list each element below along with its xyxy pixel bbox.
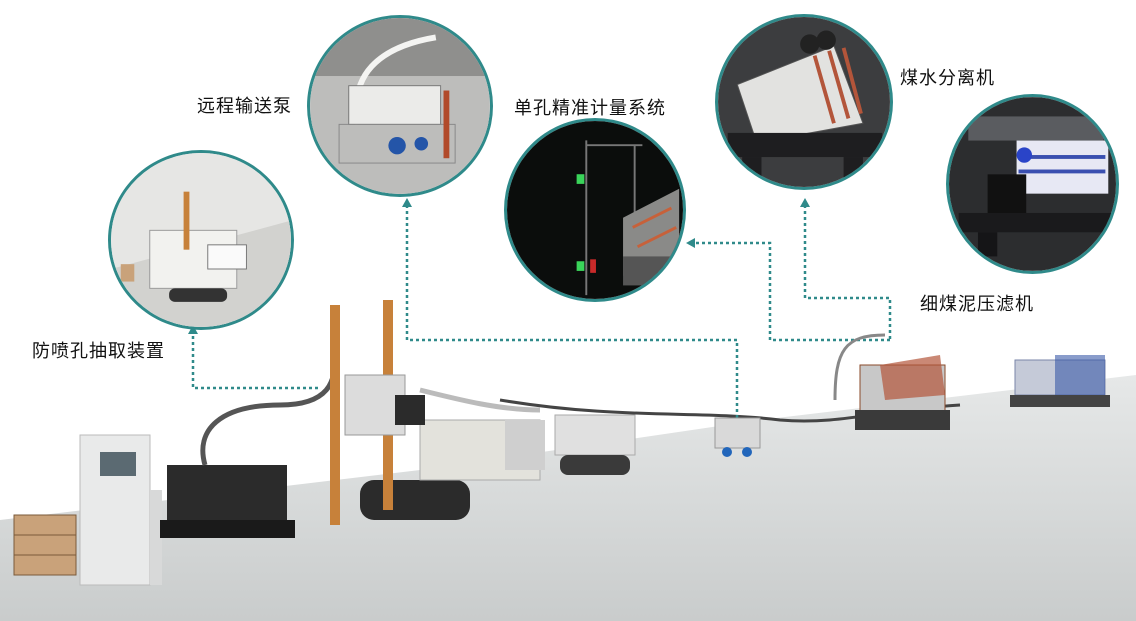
- label-anti-spray: 防喷孔抽取装置: [32, 341, 165, 362]
- remote-pump-detail-image: [310, 18, 490, 194]
- extraction-box: [160, 359, 338, 538]
- callout-remote-pump: [307, 15, 493, 197]
- anti-spray-detail-image: [111, 153, 291, 327]
- label-remote-pump: 远程输送泵: [197, 96, 292, 117]
- control-kiosk: [79, 434, 162, 586]
- separator-unit: [833, 333, 950, 430]
- label-filter-press: 细煤泥压滤机: [920, 294, 1034, 315]
- pipe-crate: [13, 514, 77, 576]
- filter-press-unit: [1010, 355, 1110, 407]
- connector-anti-spray: [191, 330, 320, 390]
- connector-separator: [803, 205, 892, 340]
- connector-metering: [690, 241, 890, 342]
- metering-unit: [714, 417, 761, 457]
- metering-detail-image: [507, 121, 683, 299]
- callout-metering: [504, 118, 686, 302]
- drilling-rig: [330, 300, 636, 525]
- label-separator: 煤水分离机: [900, 68, 995, 89]
- callout-filter-press: [946, 94, 1119, 274]
- connector-remote-pump: [405, 205, 739, 418]
- callout-anti-spray: [108, 150, 294, 330]
- separator-detail-image: [718, 17, 890, 187]
- label-metering: 单孔精准计量系统: [514, 98, 666, 119]
- filter-press-detail-image: [949, 97, 1116, 271]
- callout-separator: [715, 14, 893, 190]
